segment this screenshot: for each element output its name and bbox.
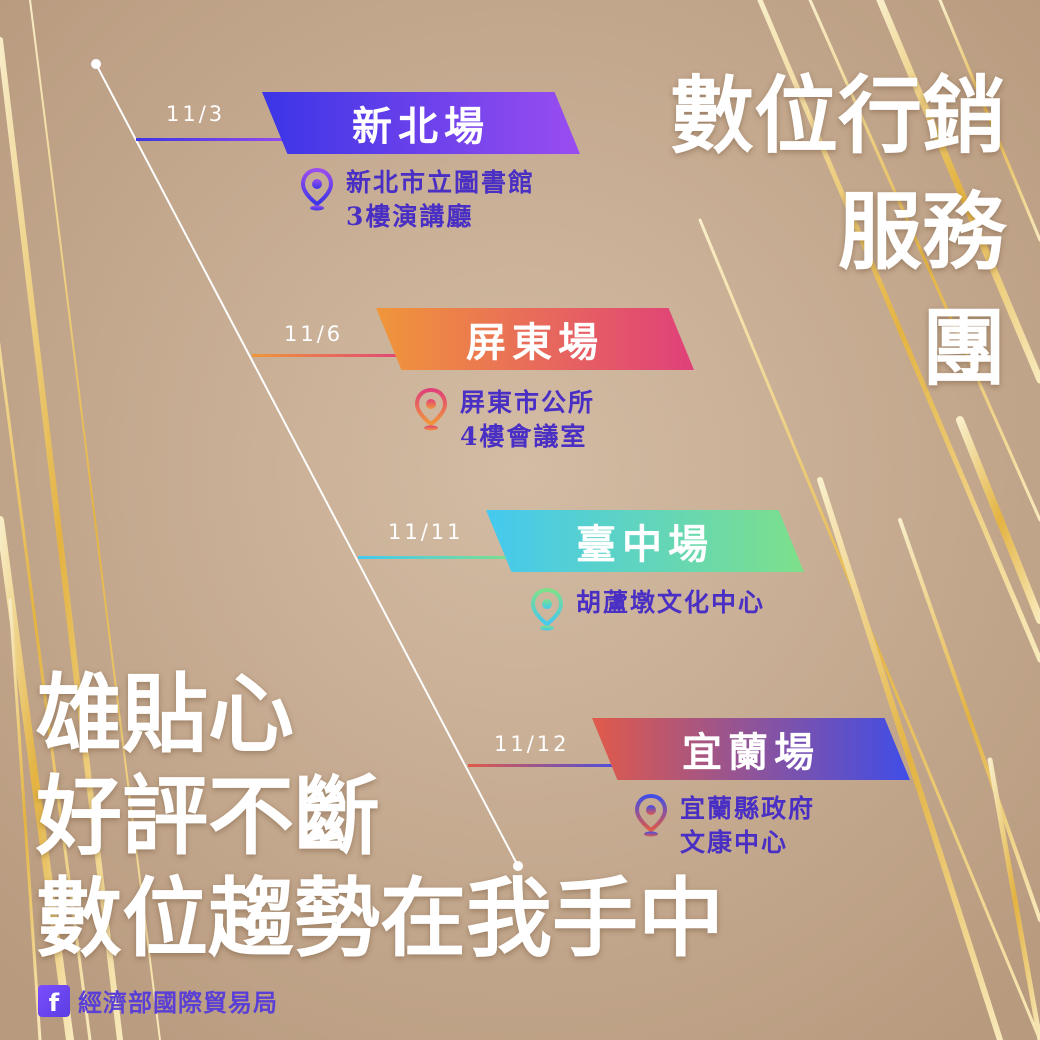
session-3-address-line-1: 胡蘆墩文化中心 bbox=[576, 588, 766, 617]
session-4-banner: 宜蘭場 bbox=[592, 718, 910, 780]
session-4-address-line-2: 文康中心 bbox=[680, 828, 789, 857]
session-1-banner: 新北場 bbox=[262, 92, 580, 154]
location-pin-icon bbox=[300, 168, 334, 211]
session-2-banner: 屏東場 bbox=[376, 308, 694, 370]
session-2-address-line-1: 屏東市公所 bbox=[460, 388, 596, 417]
session-2-underline bbox=[252, 354, 412, 357]
slogan-line-1: 雄貼心 bbox=[36, 664, 294, 765]
main-title-line-2: 服務 bbox=[837, 182, 1006, 281]
session-2-address: 屏東市公所 4樓會議室 bbox=[460, 386, 595, 454]
main-title: 數位行銷 服務 團 bbox=[586, 58, 1006, 406]
session-4-underline bbox=[468, 764, 628, 767]
timeline-line bbox=[95, 63, 519, 867]
session-1-underline bbox=[136, 138, 296, 141]
slogan-line-3: 數位趨勢在我手中 bbox=[36, 868, 724, 969]
session-3-banner: 臺中場 bbox=[486, 510, 804, 572]
facebook-icon[interactable]: f bbox=[38, 984, 70, 1017]
location-pin-icon bbox=[530, 588, 564, 631]
session-2-date: 11/6 bbox=[284, 322, 344, 346]
slogan-line-2: 好評不斷 bbox=[36, 766, 380, 867]
location-pin-icon bbox=[414, 388, 448, 431]
footer: f 經濟部國際貿易局 bbox=[38, 983, 278, 1018]
session-4-date: 11/12 bbox=[494, 732, 570, 756]
footer-text[interactable]: 經濟部國際貿易局 bbox=[78, 989, 278, 1017]
session-3-address: 胡蘆墩文化中心 bbox=[576, 586, 765, 620]
main-title-line-1: 數位行銷 bbox=[669, 66, 1006, 165]
session-4-address-line-1: 宜蘭縣政府 bbox=[680, 794, 816, 823]
slogan: 雄貼心 好評不斷 數位趨勢在我手中 bbox=[36, 664, 856, 970]
session-3-underline bbox=[358, 556, 518, 559]
main-title-line-3: 團 bbox=[921, 298, 1006, 397]
location-pin-icon bbox=[634, 794, 668, 837]
session-2-address-line-2: 4樓會議室 bbox=[460, 422, 588, 451]
session-1-address-line-1: 新北市立圖書館 bbox=[346, 168, 536, 197]
session-1-address-line-2: 3樓演講廳 bbox=[346, 202, 474, 231]
session-4-address: 宜蘭縣政府 文康中心 bbox=[680, 792, 815, 860]
session-3-date: 11/11 bbox=[388, 520, 464, 544]
session-1-address: 新北市立圖書館 3樓演講廳 bbox=[346, 166, 535, 234]
session-1-date: 11/3 bbox=[166, 102, 226, 126]
